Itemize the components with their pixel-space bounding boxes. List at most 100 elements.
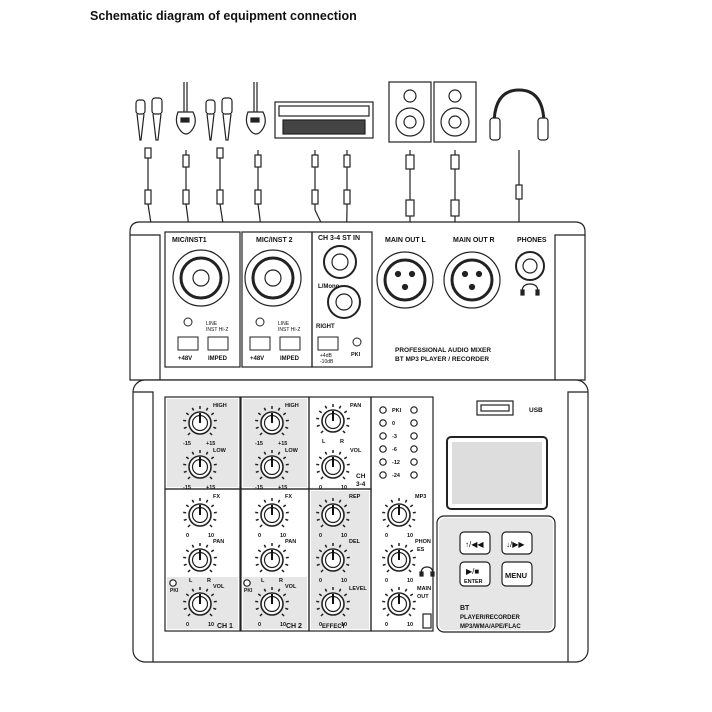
phones-label: PHON: [415, 539, 431, 545]
phones-sub-label: ES: [417, 547, 425, 553]
ch34-sub-label: 3-4: [356, 481, 366, 488]
level-switch-ch34[interactable]: [317, 336, 339, 351]
combo-jack-ch2[interactable]: [244, 249, 302, 307]
peak-led: [169, 579, 177, 587]
play-pause-icon: ▶/■: [466, 567, 479, 576]
plus4-label: +4dB: [320, 353, 332, 359]
menu-button[interactable]: [501, 561, 533, 587]
high-label: HIGH: [285, 403, 299, 409]
main-out-r-label: MAIN OUT R: [453, 237, 495, 244]
line-label: LINE: [278, 321, 290, 327]
led-indicator: [183, 317, 193, 327]
led-indicator: [255, 317, 265, 327]
scale-label: 10: [280, 622, 286, 628]
low-eq-knob-ch2[interactable]: -15+15: [255, 450, 289, 491]
scale-label: -15: [183, 441, 191, 447]
scale-label: 10: [407, 533, 413, 539]
usb-port[interactable]: [476, 400, 514, 416]
p48-label: +48V: [250, 356, 264, 362]
mic-jack[interactable]: [422, 613, 432, 629]
p48-label: +48V: [178, 356, 192, 362]
meter-led: [379, 406, 387, 414]
scale-label: 0: [385, 622, 388, 628]
pki-label: PKI: [170, 588, 179, 594]
scale-label: +15: [206, 485, 215, 491]
del-label: DEL: [349, 539, 361, 545]
pan-label: PAN: [213, 539, 224, 545]
meter-led: [410, 445, 418, 453]
scale-label: +15: [278, 441, 287, 447]
scale-label: 10: [341, 622, 347, 628]
prev-button[interactable]: [459, 531, 491, 555]
pki-label: PKI: [351, 352, 361, 358]
pan-label: PAN: [285, 539, 296, 545]
fx-knob-ch2[interactable]: 0 10: [255, 498, 289, 539]
scale-label: -15: [183, 485, 191, 491]
xlr-main-out-l[interactable]: [376, 251, 434, 309]
ch2-label: CH 2: [286, 623, 302, 630]
xlr-main-out-r[interactable]: [443, 251, 501, 309]
meter-level-label: PKI: [392, 408, 402, 414]
headphones-icon: [520, 283, 540, 296]
scale-label: 10: [280, 533, 286, 539]
imped-switch-ch1[interactable]: [207, 336, 229, 351]
electric-guitar-icon: [245, 82, 266, 135]
scale-label: 0: [385, 533, 388, 539]
scale-label: 0: [258, 533, 261, 539]
low-eq-knob-ch1[interactable]: -15 +15: [183, 450, 217, 491]
scale-label: L: [189, 578, 193, 584]
next-button[interactable]: [501, 531, 533, 555]
play-enter-button[interactable]: [459, 561, 491, 587]
low-label: LOW: [285, 448, 299, 454]
high-label: HIGH: [213, 403, 227, 409]
mp3-level-knob[interactable]: 0 10: [382, 498, 416, 539]
scale-label: 0: [319, 578, 322, 584]
microphone-icon: [151, 97, 163, 141]
imped-switch-ch2[interactable]: [279, 336, 301, 351]
right-label: RIGHT: [316, 324, 335, 330]
meter-level-label: -3: [392, 434, 397, 440]
brand-line-1: PROFESSIONAL AUDIO MIXER: [395, 347, 491, 354]
high-eq-knob-ch2[interactable]: -15+15: [255, 406, 289, 447]
scale-label: 10: [341, 485, 347, 491]
microphone-icon: [135, 99, 146, 141]
meter-led: [410, 458, 418, 466]
scale-label: 10: [208, 533, 214, 539]
scale-label: 10: [407, 622, 413, 628]
phantom-power-switch-ch2[interactable]: [249, 336, 271, 351]
high-eq-knob-ch1[interactable]: -15 +15: [183, 406, 217, 447]
phantom-power-switch-ch1[interactable]: [177, 336, 199, 351]
out-label: OUT: [417, 594, 429, 600]
ch34-label: CH 3-4 ST IN: [318, 235, 360, 242]
minus10-label: -10dB: [320, 359, 334, 365]
peak-led: [243, 579, 251, 587]
scale-label: 0: [385, 578, 388, 584]
combo-jack-ch1[interactable]: [172, 249, 230, 307]
imped-label: IMPED: [280, 356, 300, 362]
scale-label: +15: [206, 441, 215, 447]
speaker-icon: [388, 81, 432, 143]
scale-label: 10: [341, 533, 347, 539]
vol-label: VOL: [350, 448, 362, 454]
ch1-label: CH 1: [217, 623, 233, 630]
low-label: LOW: [213, 448, 227, 454]
line-label: LINE: [206, 321, 218, 327]
pan-label: PAN: [350, 403, 361, 409]
meter-led: [379, 445, 387, 453]
jack-input-right[interactable]: [327, 285, 361, 319]
jack-phones[interactable]: [515, 251, 545, 281]
main-out-knob[interactable]: 0 10: [382, 587, 416, 628]
jack-input-left[interactable]: [323, 245, 357, 279]
usb-label: USB: [529, 407, 543, 414]
